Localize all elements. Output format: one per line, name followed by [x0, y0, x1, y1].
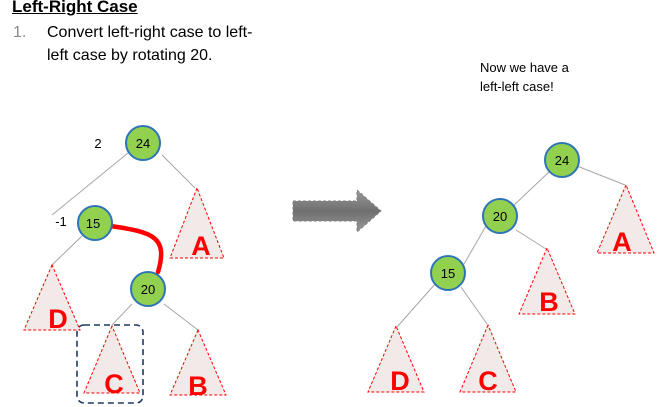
subtree-c-label: C [104, 369, 124, 399]
subtree-a-triangle [169, 186, 225, 259]
edge-r-20-b [515, 229, 547, 250]
subtree-r-a-triangle [596, 183, 655, 254]
note-line-2: left-left case! [480, 79, 554, 94]
balance-factor-15: -1 [55, 214, 67, 229]
edge-r-15-c [460, 286, 488, 325]
edge-r-24-a [576, 165, 626, 186]
node-r-24 [544, 142, 580, 178]
arrow-right-icon [292, 188, 382, 234]
right-tree: 24 20 15 A B D C [367, 142, 655, 396]
edge-24-a [161, 154, 196, 189]
node-r-15-label: 15 [441, 266, 455, 281]
left-tree: 24 15 20 2 -1 A D C B [23, 125, 227, 404]
edge-r-15-d [396, 282, 437, 328]
subtree-r-b-triangle [518, 246, 576, 315]
node-20 [130, 271, 166, 307]
node-r-15 [430, 255, 466, 291]
subtree-r-c-label: C [478, 366, 498, 396]
node-24 [125, 125, 161, 161]
node-20-label: 20 [141, 282, 155, 297]
step-text-line-1: Convert left-right case to left- [47, 24, 253, 41]
subtree-b-triangle [169, 328, 227, 396]
subtree-r-d-triangle [367, 324, 425, 393]
node-r-20 [482, 198, 518, 234]
subtree-d-triangle [23, 263, 81, 331]
note-line-1: Now we have a [480, 60, 569, 75]
edge-20-b [163, 303, 199, 331]
node-24-label: 24 [136, 136, 150, 151]
highlight-edge-15-20 [107, 223, 164, 275]
subtree-d-label: D [48, 304, 68, 334]
edge-24-15 [51, 152, 129, 216]
edge-15-d [51, 235, 83, 266]
balance-factor-24: 2 [94, 136, 101, 151]
subtree-c-triangle [83, 324, 141, 394]
node-15-label: 15 [86, 216, 100, 231]
node-r-24-label: 24 [555, 153, 569, 168]
subtree-a-label: A [191, 231, 211, 261]
subtree-r-b-label: B [539, 287, 559, 317]
subtree-r-c-triangle [459, 323, 517, 393]
edge-r-24-20 [512, 171, 550, 207]
node-r-20-label: 20 [493, 209, 507, 224]
subtree-b-label: B [188, 371, 208, 401]
subtree-r-a-label: A [612, 227, 632, 257]
step-text-line-2: left case by rotating 20. [47, 47, 213, 64]
transform-arrow [292, 188, 382, 234]
subtree-r-d-label: D [390, 366, 410, 396]
slide-title: Left-Right Case [12, 0, 138, 16]
node-15 [77, 205, 113, 241]
edge-20-c [111, 303, 133, 326]
step-number: 1. [13, 24, 27, 41]
edge-r-20-15 [463, 225, 487, 265]
focus-box [76, 324, 144, 404]
